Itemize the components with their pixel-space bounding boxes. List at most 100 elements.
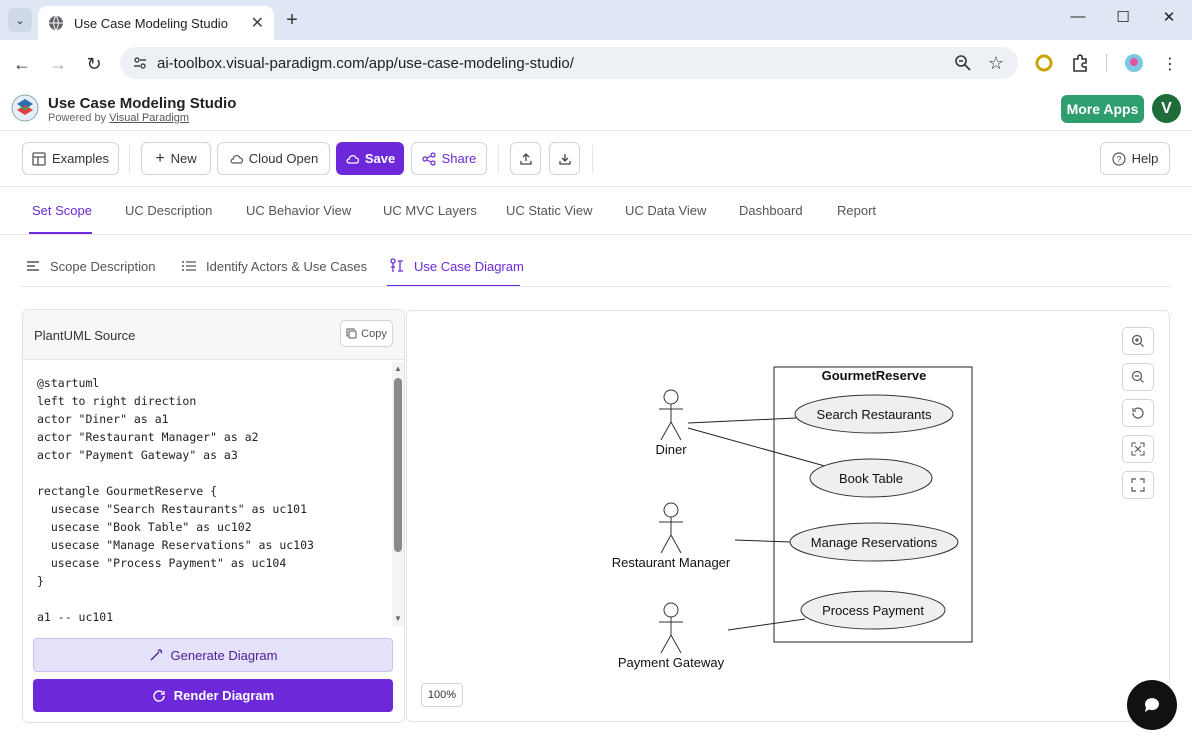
zoom-out-button[interactable] bbox=[1122, 363, 1154, 391]
new-tab-icon[interactable]: + bbox=[286, 9, 298, 31]
back-icon[interactable]: ← bbox=[13, 53, 31, 74]
actor-diner bbox=[659, 389, 683, 441]
use-case-diagram[interactable]: GourmetReserve Diner Restaurant Manager … bbox=[601, 361, 977, 674]
copy-label: Copy bbox=[361, 327, 387, 340]
source-panel-title: PlantUML Source bbox=[34, 328, 136, 343]
address-bar[interactable]: ai-toolbox.visual-paradigm.com/app/use-c… bbox=[120, 47, 1018, 79]
subtab-identify-actors[interactable]: Identify Actors & Use Cases bbox=[181, 258, 367, 274]
browser-menu-icon[interactable]: ⋮ bbox=[1162, 56, 1178, 73]
svg-text:?: ? bbox=[1116, 154, 1121, 164]
usecase-label: Book Table bbox=[839, 471, 903, 486]
export-button[interactable] bbox=[510, 142, 541, 175]
plantuml-code[interactable]: @startuml left to right direction actor … bbox=[37, 376, 314, 624]
subtab-use-case-diagram[interactable]: Use Case Diagram bbox=[389, 258, 524, 274]
plus-icon: + bbox=[155, 149, 165, 167]
forward-icon[interactable]: → bbox=[49, 53, 67, 74]
system-name: GourmetReserve bbox=[822, 368, 927, 383]
browser-titlebar: ⌄ Use Case Modeling Studio ✕ + — ☐ ✕ bbox=[0, 0, 1192, 40]
generate-diagram-button[interactable]: Generate Diagram bbox=[33, 638, 393, 672]
help-button[interactable]: ? Help bbox=[1100, 142, 1170, 175]
fit-to-screen-button[interactable] bbox=[1122, 435, 1154, 463]
user-avatar[interactable]: V bbox=[1152, 94, 1181, 123]
subtab-label: Use Case Diagram bbox=[414, 258, 524, 274]
reset-icon bbox=[1132, 407, 1144, 419]
subtab-divider bbox=[20, 286, 1170, 287]
scroll-up-icon[interactable]: ▲ bbox=[394, 364, 402, 373]
editor-scrollbar[interactable]: ▲ ▼ bbox=[392, 362, 404, 626]
minimize-icon[interactable]: — bbox=[1070, 8, 1086, 25]
fullscreen-icon bbox=[1131, 478, 1145, 492]
actor-label: Diner bbox=[655, 442, 687, 457]
save-label: Save bbox=[364, 151, 396, 166]
toolbar-divider bbox=[129, 145, 130, 173]
list-icon bbox=[182, 261, 196, 271]
help-label: Help bbox=[1131, 151, 1159, 166]
save-button[interactable]: Save bbox=[336, 142, 404, 175]
toolbar-divider bbox=[1106, 54, 1107, 72]
import-button[interactable] bbox=[549, 142, 580, 175]
zoom-in-icon bbox=[1131, 334, 1144, 347]
tab-uc-description[interactable]: UC Description bbox=[125, 203, 213, 218]
tab-uc-behavior-view[interactable]: UC Behavior View bbox=[246, 203, 352, 218]
copy-button[interactable]: Copy bbox=[340, 320, 393, 347]
subtab-label: Identify Actors & Use Cases bbox=[206, 258, 368, 274]
actor-label: Payment Gateway bbox=[618, 655, 725, 670]
new-label: New bbox=[170, 151, 197, 166]
new-button[interactable]: + New bbox=[141, 142, 211, 175]
examples-button[interactable]: Examples bbox=[22, 142, 119, 175]
magic-wand-icon bbox=[150, 649, 162, 661]
close-tab-icon[interactable]: ✕ bbox=[250, 15, 264, 32]
tab-uc-static-view[interactable]: UC Static View bbox=[506, 203, 593, 218]
render-diagram-button[interactable]: Render Diagram bbox=[33, 679, 393, 712]
scrollbar-thumb[interactable] bbox=[394, 378, 402, 552]
reset-view-button[interactable] bbox=[1122, 399, 1154, 427]
diagram-icon bbox=[390, 258, 403, 272]
usecase-label: Search Restaurants bbox=[817, 407, 932, 422]
cloud-open-label: Cloud Open bbox=[248, 151, 319, 166]
zoom-in-button[interactable] bbox=[1122, 327, 1154, 355]
visual-paradigm-logo-icon bbox=[11, 94, 39, 122]
globe-icon bbox=[49, 15, 63, 31]
tab-dashboard[interactable]: Dashboard bbox=[739, 203, 803, 218]
tab-search-button[interactable]: ⌄ bbox=[8, 8, 32, 32]
tab-report[interactable]: Report bbox=[837, 203, 877, 218]
upload-icon bbox=[519, 152, 532, 165]
toolbar-divider bbox=[498, 145, 499, 173]
usecase-label: Manage Reservations bbox=[811, 535, 938, 550]
site-info-icon[interactable] bbox=[132, 55, 148, 71]
reload-icon[interactable]: ↻ bbox=[86, 53, 102, 74]
subtab-scope-description[interactable]: Scope Description bbox=[25, 258, 156, 274]
zoom-icon[interactable] bbox=[954, 54, 972, 72]
close-window-icon[interactable]: ✕ bbox=[1162, 9, 1176, 26]
copy-icon bbox=[346, 328, 357, 339]
extensions-puzzle-icon[interactable] bbox=[1070, 53, 1090, 73]
tab-uc-mvc-layers[interactable]: UC MVC Layers bbox=[383, 203, 477, 218]
url-text: ai-toolbox.visual-paradigm.com/app/use-c… bbox=[157, 55, 574, 72]
help-icon: ? bbox=[1112, 151, 1126, 166]
chat-button[interactable] bbox=[1127, 680, 1177, 730]
more-apps-button[interactable]: More Apps bbox=[1061, 95, 1144, 123]
powered-by-text: Powered by bbox=[48, 112, 107, 124]
powered-by: Powered by Visual Paradigm bbox=[48, 112, 189, 124]
share-button[interactable]: Share bbox=[411, 142, 487, 175]
examples-label: Examples bbox=[51, 151, 110, 166]
share-label: Share bbox=[441, 151, 477, 166]
refresh-icon bbox=[153, 689, 165, 702]
browser-tab[interactable]: Use Case Modeling Studio ✕ bbox=[38, 6, 274, 40]
active-tab-indicator bbox=[29, 232, 92, 234]
cloud-open-button[interactable]: Cloud Open bbox=[217, 142, 330, 175]
profile-avatar-icon[interactable] bbox=[1124, 53, 1144, 73]
source-editor[interactable]: @startuml left to right direction actor … bbox=[23, 361, 393, 626]
bookmark-star-icon[interactable]: ☆ bbox=[987, 53, 1004, 73]
maximize-icon[interactable]: ☐ bbox=[1116, 9, 1130, 26]
visual-paradigm-link[interactable]: Visual Paradigm bbox=[109, 112, 190, 124]
tab-set-scope[interactable]: Set Scope bbox=[32, 203, 92, 218]
usecase-label: Process Payment bbox=[822, 603, 924, 618]
examples-icon bbox=[32, 151, 46, 166]
extension-ring-icon[interactable] bbox=[1034, 53, 1054, 73]
tab-uc-data-view[interactable]: UC Data View bbox=[625, 203, 707, 218]
fullscreen-button[interactable] bbox=[1122, 471, 1154, 499]
subtab-label: Scope Description bbox=[50, 258, 156, 274]
sub-tabs: Scope Description Identify Actors & Use … bbox=[0, 235, 1192, 287]
scroll-down-icon[interactable]: ▼ bbox=[394, 614, 402, 623]
